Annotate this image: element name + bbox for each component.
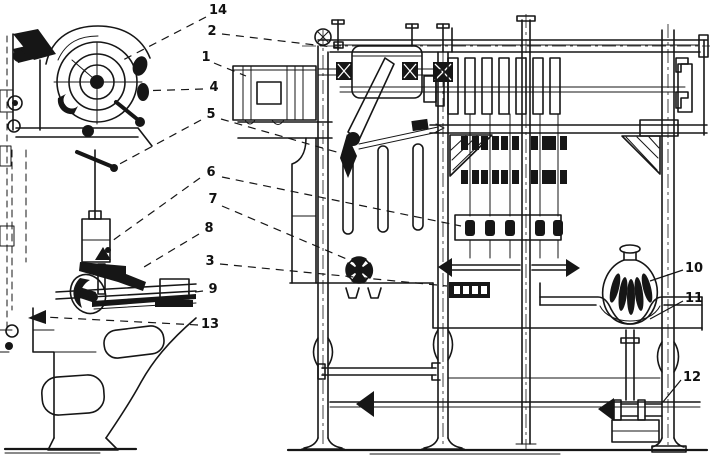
leader-line-4 [136,88,204,92]
callout-2: 2 [207,24,216,39]
leader-line-3 [219,263,448,287]
lower-tie-rails [317,362,701,417]
control-box [159,278,190,300]
callout-7: 7 [208,192,217,207]
leader-line-13 [43,316,199,326]
leader-line-9 [187,290,204,294]
callout-9: 9 [208,282,217,297]
leader-line-12 [662,379,682,403]
callout-14: 14 [209,3,227,18]
callout-13: 13 [201,317,219,332]
table-slide [55,278,197,310]
motor-bracket-panel [237,121,333,284]
disc-shaft-assembly [339,57,693,115]
crank-housing [317,45,437,99]
callout-11: 11 [685,291,703,306]
frame-post-4 [639,24,689,453]
flask-bag [601,244,659,325]
feed-rod [75,150,118,172]
callout-6: 6 [206,165,215,180]
tie-rod [358,118,445,150]
connecting-rod [340,57,395,178]
leader-line-6 [221,176,462,227]
callout-5: 5 [206,107,215,122]
leader-line-11 [649,300,684,320]
leader-line-6 [111,177,201,242]
counter-plate [449,282,490,298]
section-break-edge [0,35,15,353]
clamp-row-2 [461,170,567,184]
leader-line-8 [143,233,200,268]
leader-line-5 [113,119,202,168]
leader-line-1 [213,62,247,77]
leader-line-2 [221,33,342,49]
ground-line [286,448,709,455]
carriage-rail [438,258,580,277]
panel-bottom [289,282,703,329]
pedestal-base [3,307,197,454]
clamp-box-assembly [81,149,111,263]
pipe-valve-assembly [598,329,663,443]
clamp-row-1 [461,136,567,150]
leader-line-14 [122,16,207,61]
leader-line-5 [220,118,348,156]
callout-12: 12 [683,370,701,385]
shelf-bracket [15,127,153,147]
mid-rail-braced [429,124,708,177]
callout-3: 3 [205,254,214,269]
guide-slots [342,143,424,235]
right-view-elevation [232,14,710,455]
callout-4: 4 [209,80,218,95]
frame-post-1 [301,19,419,450]
casting-wall [5,29,56,350]
handwheel [345,256,374,284]
leader-line-7 [221,205,357,264]
frame-post-3 [515,14,537,450]
leader-line-10 [649,269,684,282]
drive-motor [232,65,317,125]
leader-arrowhead-13 [28,310,46,324]
flywheel [45,25,151,137]
left-view-fragment [0,25,197,454]
callout-8: 8 [204,221,213,236]
callout-1: 1 [201,50,210,65]
callout-10: 10 [685,261,703,276]
